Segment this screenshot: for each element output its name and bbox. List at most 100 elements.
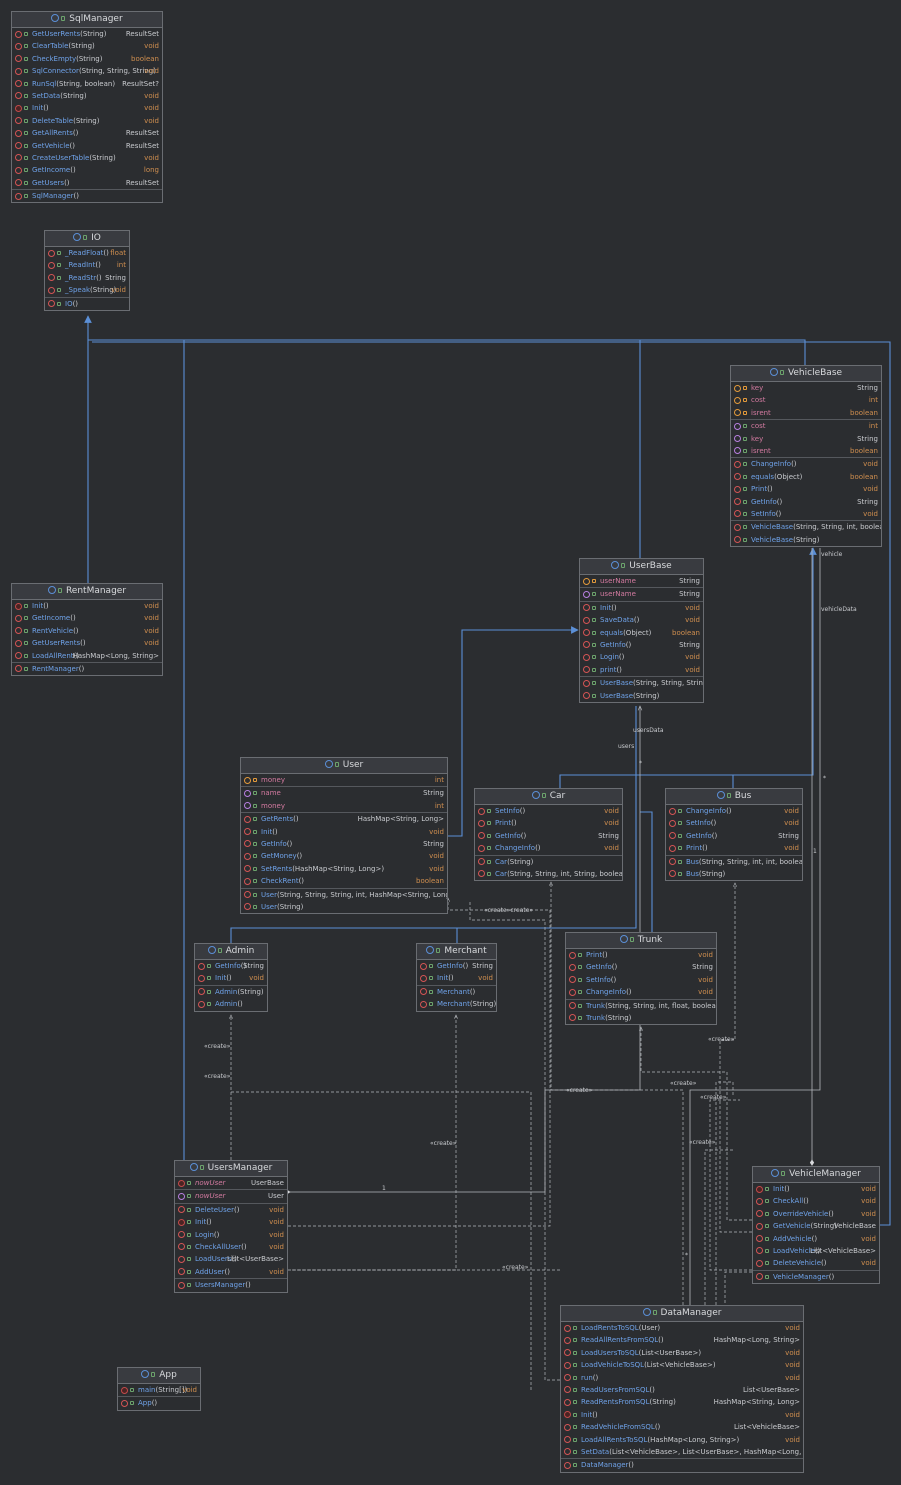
- method-row[interactable]: Print()void: [475, 817, 622, 829]
- method-row[interactable]: LoadVehicleToSQL(List<VehicleBase>)void: [561, 1359, 803, 1371]
- method-row[interactable]: Init()void: [753, 1183, 879, 1195]
- method-row[interactable]: Merchant(): [417, 986, 496, 998]
- method-row[interactable]: Init()void: [580, 602, 703, 614]
- method-row[interactable]: ClearTable(String)void: [12, 40, 162, 52]
- method-row[interactable]: Login()void: [580, 651, 703, 663]
- method-row[interactable]: User(String, String, String, int, HashMa…: [241, 889, 447, 901]
- method-row[interactable]: SetData(List<VehicleBase>, List<UserBase…: [561, 1446, 803, 1458]
- method-row[interactable]: Print()void: [566, 949, 716, 961]
- method-row[interactable]: _ReadInt()int: [45, 259, 129, 271]
- method-row[interactable]: IO(): [45, 298, 129, 310]
- method-row[interactable]: CheckEmpty(String)boolean: [12, 53, 162, 65]
- method-row[interactable]: LoadUsersToSQL(List<UserBase>)void: [561, 1347, 803, 1359]
- method-row[interactable]: SqlManager(): [12, 190, 162, 202]
- method-row[interactable]: OverrideVehicle()void: [753, 1208, 879, 1220]
- method-row[interactable]: SqlConnector(String, String, String)void: [12, 65, 162, 77]
- method-row[interactable]: GetInfo()String: [731, 496, 881, 508]
- method-row[interactable]: Trunk(String): [566, 1012, 716, 1024]
- method-row[interactable]: _Speak(String)void: [45, 284, 129, 296]
- method-row[interactable]: DeleteTable(String)void: [12, 115, 162, 127]
- method-row[interactable]: CheckRent()boolean: [241, 875, 447, 887]
- method-row[interactable]: VehicleBase(String): [731, 534, 881, 546]
- method-row[interactable]: DeleteVehicle()void: [753, 1257, 879, 1269]
- method-row[interactable]: Car(String): [475, 856, 622, 868]
- method-row[interactable]: _ReadFloat()float: [45, 247, 129, 259]
- method-row[interactable]: SetRents(HashMap<String, Long>)void: [241, 863, 447, 875]
- method-row[interactable]: equals(Object)boolean: [731, 471, 881, 483]
- method-row[interactable]: UsersManager(): [175, 1279, 287, 1291]
- method-row[interactable]: ReadAllRentsFromSQL()HashMap<Long, Strin…: [561, 1334, 803, 1346]
- method-row[interactable]: VehicleManager(): [753, 1271, 879, 1283]
- method-row[interactable]: GetAllRents()ResultSet: [12, 127, 162, 139]
- method-row[interactable]: LoadAllRent()HashMap<Long, String>: [12, 650, 162, 662]
- method-row[interactable]: print()void: [580, 664, 703, 676]
- method-row[interactable]: SetData(String)void: [12, 90, 162, 102]
- method-row[interactable]: Bus(String): [666, 868, 802, 880]
- method-row[interactable]: Init()void: [417, 972, 496, 984]
- method-row[interactable]: GetInfo()String: [580, 639, 703, 651]
- method-row[interactable]: RunSql(String, boolean)ResultSet?: [12, 78, 162, 90]
- method-row[interactable]: DataManager(): [561, 1459, 803, 1471]
- method-row[interactable]: GetInfo()String: [195, 960, 267, 972]
- method-row[interactable]: GetVehicle(String)VehicleBase: [753, 1220, 879, 1232]
- method-row[interactable]: equals(Object)boolean: [580, 627, 703, 639]
- method-row[interactable]: Init()void: [175, 1216, 287, 1228]
- method-row[interactable]: Trunk(String, String, int, float, boolea…: [566, 1000, 716, 1012]
- method-row[interactable]: SaveData()void: [580, 614, 703, 626]
- method-row[interactable]: main(String[])void: [118, 1384, 200, 1396]
- method-row[interactable]: Car(String, String, int, String, boolean…: [475, 868, 622, 880]
- method-row[interactable]: Admin(String): [195, 986, 267, 998]
- method-row[interactable]: AddUser()void: [175, 1266, 287, 1278]
- method-row[interactable]: CheckAllUser()void: [175, 1241, 287, 1253]
- method-row[interactable]: ReadVehicleFromSQL()List<VehicleBase>: [561, 1421, 803, 1433]
- method-row[interactable]: SetInfo()void: [666, 817, 802, 829]
- method-row[interactable]: SetInfo()void: [731, 508, 881, 520]
- method-row[interactable]: RentVehicle()void: [12, 625, 162, 637]
- method-row[interactable]: CreateUserTable(String)void: [12, 152, 162, 164]
- method-row[interactable]: Merchant(String): [417, 998, 496, 1010]
- method-row[interactable]: UserBase(String, String, String): [580, 677, 703, 689]
- method-row[interactable]: GetInfo()String: [241, 838, 447, 850]
- method-row[interactable]: GetIncome()void: [12, 612, 162, 624]
- method-row[interactable]: GetInfo()String: [566, 961, 716, 973]
- method-row[interactable]: ChangeInfo()void: [666, 805, 802, 817]
- method-row[interactable]: Admin(): [195, 998, 267, 1010]
- method-row[interactable]: GetIncome()long: [12, 164, 162, 176]
- method-row[interactable]: ReadUsersFromSQL()List<UserBase>: [561, 1384, 803, 1396]
- method-row[interactable]: GetInfo()String: [417, 960, 496, 972]
- method-row[interactable]: SetInfo()void: [475, 805, 622, 817]
- method-row[interactable]: ChangeInfo()void: [731, 458, 881, 470]
- method-row[interactable]: Init()void: [561, 1409, 803, 1421]
- method-row[interactable]: GetVehicle()ResultSet: [12, 140, 162, 152]
- method-row[interactable]: run()void: [561, 1372, 803, 1384]
- method-row[interactable]: Init()void: [12, 102, 162, 114]
- method-row[interactable]: App(): [118, 1397, 200, 1409]
- method-row[interactable]: LoadVehicle()List<VehicleBase>: [753, 1245, 879, 1257]
- method-row[interactable]: VehicleBase(String, String, int, boolean…: [731, 521, 881, 533]
- method-row[interactable]: GetUserRents(String)ResultSet: [12, 28, 162, 40]
- method-row[interactable]: Bus(String, String, int, int, boolean): [666, 856, 802, 868]
- method-row[interactable]: Login()void: [175, 1229, 287, 1241]
- method-row[interactable]: GetInfo()String: [475, 830, 622, 842]
